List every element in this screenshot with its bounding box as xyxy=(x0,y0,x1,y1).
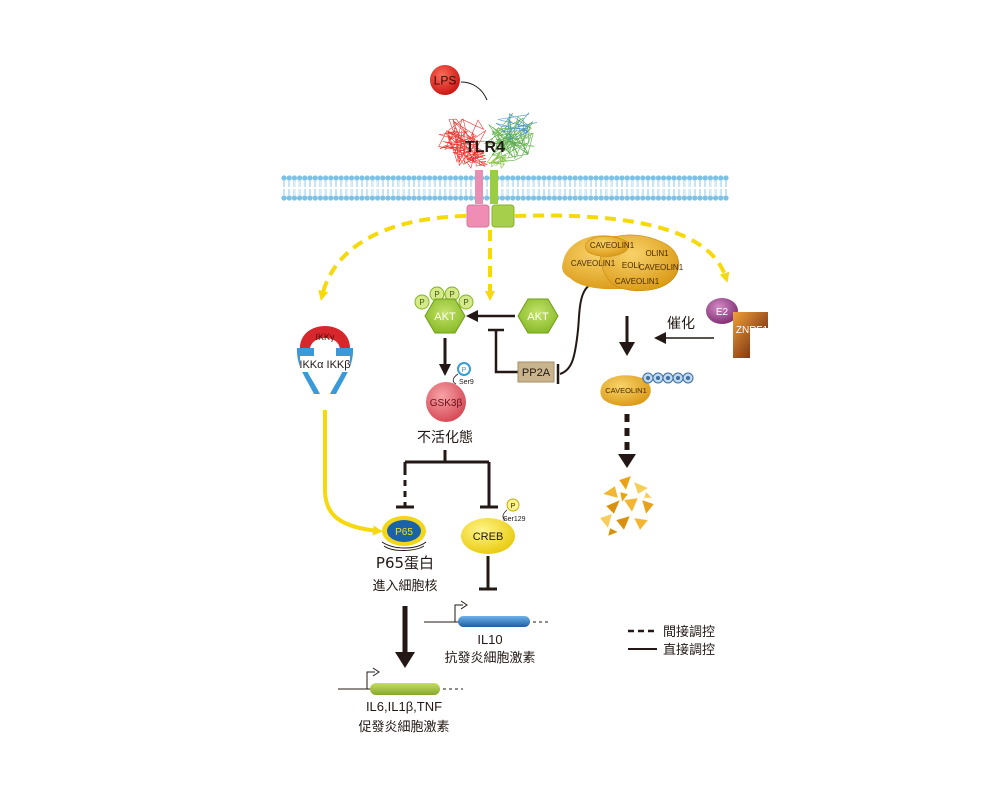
akt-active-label: AKT xyxy=(434,311,456,323)
caveolin-label: CAVEOLIN1 xyxy=(590,241,635,250)
tlr4-receptor: TLR4 xyxy=(438,112,538,228)
gsk3b-label: GSK3β xyxy=(430,398,463,409)
tlr4-tir-pink xyxy=(466,204,490,228)
arrow-ikk-to-p65 xyxy=(323,410,383,536)
p-label: P xyxy=(449,290,454,299)
legend: 間接調控 直接調控 xyxy=(628,624,715,658)
ser9-label: Ser9 xyxy=(459,379,474,386)
caveolin-degradation-fragments xyxy=(599,475,655,537)
lps-label: LPS xyxy=(434,74,457,88)
arrow-to-ikk xyxy=(318,214,467,301)
il6-gene xyxy=(338,667,463,695)
p65-protein-label: P65蛋白 xyxy=(376,554,434,572)
tlr4-stalk-pink xyxy=(475,170,483,204)
arrow-to-degradation-head xyxy=(618,454,636,468)
lps-binding-line xyxy=(460,81,488,101)
akt-hexagon xyxy=(424,298,466,334)
e2-znrf1-complex: E2 ZNRF1 xyxy=(706,298,769,358)
yellow-dashed-pathways xyxy=(318,213,730,301)
tlr4-stalk-green xyxy=(490,170,498,204)
p-label: P xyxy=(462,367,467,374)
catalysis-label: 催化 xyxy=(667,316,695,332)
e2-label: E2 xyxy=(716,307,729,318)
akt-unphosphorylated: AKT xyxy=(517,298,559,334)
creb-node: CREB P Ser129 xyxy=(461,498,526,554)
cell-membrane xyxy=(281,175,729,201)
caveolin-cluster: CAVEOLIN1 CAVEOLIN1 OLIN1 EOLI CAVEOLIN1… xyxy=(562,234,684,292)
p-label: P xyxy=(434,290,439,299)
caveolin-inhibit-pp2a-line xyxy=(559,281,601,375)
pp2a-inhibit-line xyxy=(494,330,518,374)
legend-direct-label: 直接調控 xyxy=(663,642,715,658)
ubiquitinated-caveolin: CAVEOLIN1 xyxy=(600,372,694,407)
ikk-gamma-arch xyxy=(299,326,351,350)
pp2a-box: PP2A xyxy=(517,361,555,383)
arrow-to-e2 xyxy=(514,213,730,283)
ikk-alpha-beta-label: IKKα IKKβ xyxy=(299,359,350,371)
arrow-p65-to-il6-head xyxy=(395,652,415,668)
ikk-complex: IKKγ IKKα IKKβ xyxy=(296,326,354,394)
ikk-gamma-label: IKKγ xyxy=(315,332,335,342)
il10-desc-label: 抗發炎細胞激素 xyxy=(444,651,535,666)
il10-gene xyxy=(424,600,548,627)
il6-gene-bar xyxy=(370,683,440,695)
caveolin-label: CAVEOLIN1 xyxy=(615,277,660,286)
il10-label: IL10 xyxy=(477,632,502,647)
gsk3b-node: GSK3β P Ser9 xyxy=(426,362,474,422)
caveolin-label: CAVEOLIN1 xyxy=(605,386,647,395)
ubiquitin-chain xyxy=(642,372,694,384)
caveolin-label: CAVEOLIN1 xyxy=(639,263,684,272)
arrow-caveolin-to-ubiquitination-head xyxy=(619,342,635,356)
il10-gene-bar xyxy=(458,616,530,627)
akt-free-label: AKT xyxy=(527,311,549,323)
caveolin-label: CAVEOLIN1 xyxy=(571,259,616,268)
p65-node: P65 xyxy=(381,516,427,551)
ikk-label-bg xyxy=(300,356,350,372)
gsk3b-branch xyxy=(396,450,498,509)
p-label: P xyxy=(419,298,424,307)
il6-label: IL6,IL1β,TNF xyxy=(366,699,442,714)
pp2a-label: PP2A xyxy=(522,367,551,379)
creb-label: CREB xyxy=(473,531,504,543)
p-label: P xyxy=(463,298,468,307)
p65-nucleus-label: 進入細胞核 xyxy=(372,579,437,594)
tlr4-tir-green xyxy=(491,204,515,228)
znrf1-label: ZNRF1 xyxy=(736,325,769,336)
p65-label: P65 xyxy=(395,527,413,538)
akt-phosphorylated: P P P P AKT xyxy=(414,286,474,334)
caveolin-fragment-a: OLIN1 xyxy=(645,249,669,258)
lps-molecule: LPS xyxy=(430,65,488,101)
caveolin-fragment-b: EOLI xyxy=(622,261,640,270)
il6-desc-label: 促發炎細胞激素 xyxy=(358,720,449,735)
p-label: P xyxy=(511,503,516,510)
inactive-state-label: 不活化態 xyxy=(417,430,473,446)
legend-indirect-label: 間接調控 xyxy=(663,624,715,640)
tlr4-label: TLR4 xyxy=(465,139,505,156)
ser129-label: Ser129 xyxy=(503,516,526,523)
